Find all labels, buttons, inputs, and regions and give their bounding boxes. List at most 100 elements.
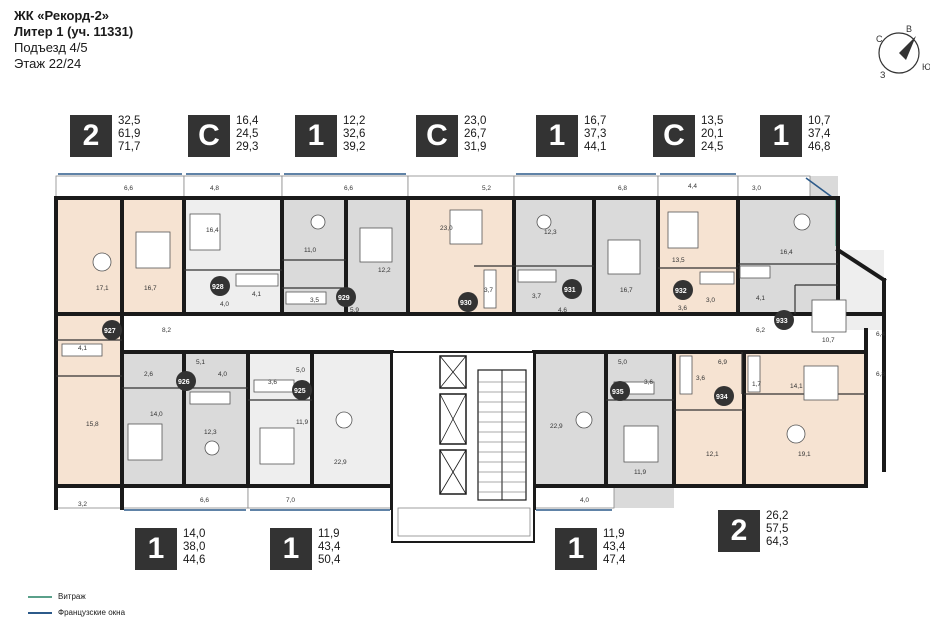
apartment-marker[interactable]: 925 (292, 380, 312, 400)
room-count: 1 (295, 115, 337, 157)
apartment-marker[interactable]: 934 (714, 386, 734, 406)
apartment-number: 926 (178, 379, 190, 386)
full-area: 64,3 (766, 536, 789, 548)
room-area: 22,9 (334, 459, 347, 466)
furniture (92, 209, 847, 465)
total-area: 26,7 (464, 128, 487, 140)
room-area: 6,4 (876, 331, 885, 338)
living-area: 16,4 (236, 115, 259, 127)
room-area: 22,9 (550, 423, 563, 430)
room-area: 1,7 (752, 381, 761, 388)
living-area: 13,5 (701, 115, 724, 127)
room-area: 16,4 (206, 227, 219, 234)
room-area: 4,8 (210, 185, 219, 192)
compass-north: С (876, 34, 883, 44)
room-area: 16,4 (780, 249, 793, 256)
total-area: 20,1 (701, 128, 724, 140)
room-area: 12,3 (544, 229, 557, 236)
full-area: 46,8 (808, 141, 831, 153)
apartment-number: 933 (776, 318, 788, 325)
total-area: 38,0 (183, 541, 206, 553)
room-area: 2,6 (144, 371, 153, 378)
room-area: 3,6 (268, 379, 277, 386)
room-area: 4,0 (220, 301, 229, 308)
room-area: 3,0 (706, 297, 715, 304)
full-area: 44,1 (584, 141, 607, 153)
stair-core (391, 351, 535, 543)
french-windows (58, 173, 837, 511)
total-area: 24,5 (236, 128, 259, 140)
room-area: 3,7 (532, 293, 541, 300)
full-area: 24,5 (701, 141, 724, 153)
room-count: С (653, 115, 695, 157)
apartment-number: 925 (294, 388, 306, 395)
compass-east: В (906, 24, 912, 34)
room-area: 6,8 (618, 185, 627, 192)
room-area: 5,0 (618, 359, 627, 366)
room-area: 15,8 (86, 421, 99, 428)
apartment-marker[interactable]: 933 (774, 310, 794, 330)
living-area: 14,0 (183, 528, 206, 540)
apartment-numbers: 926 927 928 929 930 931 932 933 934 935 … (102, 276, 794, 406)
compass-south: Ю (922, 62, 930, 72)
apartment-number: 930 (460, 300, 472, 307)
living-area: 11,9 (603, 528, 625, 540)
total-area: 43,4 (603, 541, 626, 553)
room-area: 12,1 (706, 451, 719, 458)
apartment-marker[interactable]: 935 (610, 381, 630, 401)
full-area: 50,4 (318, 554, 341, 566)
room-area: 7,0 (286, 497, 295, 504)
floor-label: Этаж 22/24 (14, 56, 82, 71)
room-area: 11,9 (296, 419, 309, 426)
apartment-number: 931 (564, 287, 576, 294)
room-area: 13,5 (672, 257, 685, 264)
living-area: 12,2 (343, 115, 366, 127)
full-area: 39,2 (343, 141, 366, 153)
room-area: 11,0 (304, 247, 317, 254)
room-area: 5,1 (196, 359, 205, 366)
living-area: 16,7 (584, 115, 607, 127)
apartment-marker[interactable]: 932 (673, 280, 693, 300)
walls (54, 196, 887, 510)
room-count: 1 (760, 115, 802, 157)
apartment-marker[interactable]: 931 (562, 279, 582, 299)
living-area: 26,2 (766, 510, 789, 522)
room-area: 12,3 (204, 429, 217, 436)
apartment-number: 932 (675, 288, 687, 295)
apartment-marker[interactable]: 927 (102, 320, 122, 340)
room-area: 5,9 (350, 307, 359, 314)
room-area: 23,0 (440, 225, 453, 232)
apartment-marker[interactable]: 930 (458, 292, 478, 312)
room-count: 2 (718, 510, 760, 552)
room-area: 3,2 (78, 501, 87, 508)
room-area: 5,2 (482, 185, 491, 192)
room-area: 19,1 (798, 451, 811, 458)
room-area: 3,0 (752, 185, 761, 192)
living-area: 23,0 (464, 115, 487, 127)
room-area: 6,6 (200, 497, 209, 504)
room-area: 6,9 (718, 359, 727, 366)
legend-label: Французские окна (58, 608, 126, 617)
apartment-marker[interactable]: 926 (176, 371, 196, 391)
apartment-marker[interactable]: 928 (210, 276, 230, 296)
room-area: 17,1 (96, 285, 109, 292)
apartment-marker[interactable]: 929 (336, 287, 356, 307)
legend-label: Витраж (58, 592, 86, 601)
french-window-line-icon (28, 611, 52, 614)
room-area: 4,6 (558, 307, 567, 314)
living-area: 10,7 (808, 115, 831, 127)
total-area: 61,9 (118, 128, 141, 140)
room-area: 3,5 (310, 297, 319, 304)
